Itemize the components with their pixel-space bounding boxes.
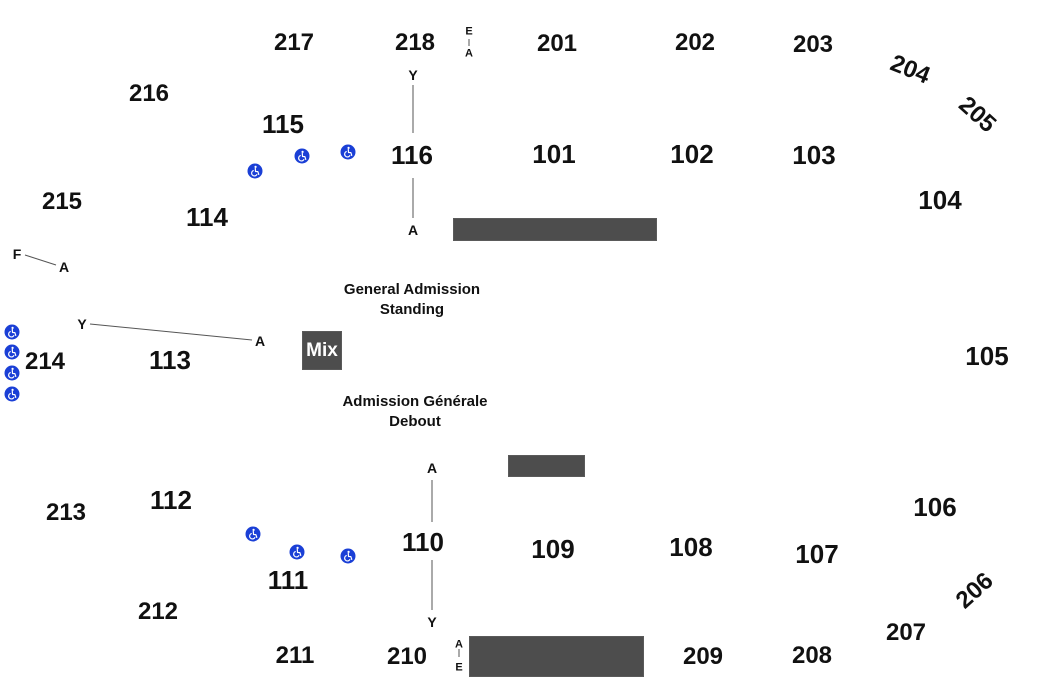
wheelchair-accessible-icon[interactable] <box>4 324 20 340</box>
section-102[interactable]: 102 <box>670 139 714 169</box>
section-204[interactable]: 204 <box>886 49 934 90</box>
section-108[interactable]: 108 <box>669 532 713 562</box>
section-112[interactable]: 112 <box>150 485 192 515</box>
general-admission-label-fr[interactable]: Admission Générale Debout <box>342 392 487 432</box>
row-marker-218-top: E <box>465 25 473 38</box>
section-103[interactable]: 103 <box>792 140 836 170</box>
stage-block-bottom <box>469 636 644 677</box>
section-206[interactable]: 206 <box>950 567 999 615</box>
row-marker-113-right: A <box>254 333 266 349</box>
wheelchair-accessible-icon[interactable] <box>4 344 20 360</box>
section-106[interactable]: 106 <box>913 492 957 522</box>
stage-block-top <box>453 218 657 241</box>
section-210[interactable]: 210 <box>386 643 428 670</box>
section-216[interactable]: 216 <box>128 80 170 107</box>
ga-fr-line2: Debout <box>389 413 441 430</box>
section-209[interactable]: 209 <box>682 643 724 670</box>
section-203[interactable]: 203 <box>792 31 834 58</box>
ga-en-line2: Standing <box>379 301 445 318</box>
section-207[interactable]: 207 <box>885 619 927 646</box>
section-114[interactable]: 114 <box>186 202 228 232</box>
section-110[interactable]: 110 <box>402 527 444 557</box>
section-205[interactable]: 205 <box>953 91 1002 139</box>
wheelchair-accessible-icon[interactable] <box>247 163 263 179</box>
row-marker-110-bottom: Y <box>427 614 437 630</box>
row-marker-116-bottom: A <box>407 222 419 238</box>
row-marker-215-left: F <box>12 246 22 262</box>
row-line-113 <box>89 323 253 341</box>
wheelchair-accessible-icon[interactable] <box>294 148 310 164</box>
wheelchair-accessible-icon[interactable] <box>340 548 356 564</box>
row-marker-116-top: Y <box>408 67 418 83</box>
row-marker-210-top: A <box>455 638 463 651</box>
section-215[interactable]: 215 <box>41 188 83 215</box>
section-202[interactable]: 202 <box>674 29 716 56</box>
general-admission-label-en[interactable]: General Admission Standing <box>344 280 480 320</box>
section-208[interactable]: 208 <box>791 642 833 669</box>
section-211[interactable]: 211 <box>275 642 315 669</box>
section-212[interactable]: 212 <box>137 598 179 625</box>
row-marker-110-top: A <box>426 460 438 476</box>
stage-block-middle <box>508 455 585 477</box>
mix-position: Mix <box>302 331 342 370</box>
section-218[interactable]: 218 <box>394 29 436 56</box>
wheelchair-accessible-icon[interactable] <box>289 544 305 560</box>
row-marker-113-left: Y <box>77 316 87 332</box>
row-line-215 <box>24 254 57 266</box>
row-marker-210-bottom: E <box>455 661 463 674</box>
section-109[interactable]: 109 <box>531 534 575 564</box>
section-111[interactable]: 111 <box>267 565 309 595</box>
ga-en-line1: General Admission <box>343 281 481 298</box>
section-104[interactable]: 104 <box>918 185 962 215</box>
row-marker-218-bottom: A <box>465 47 473 60</box>
section-105[interactable]: 105 <box>965 341 1009 371</box>
section-201[interactable]: 201 <box>536 30 578 57</box>
section-214[interactable]: 214 <box>24 348 66 375</box>
section-107[interactable]: 107 <box>795 539 839 569</box>
section-213[interactable]: 213 <box>45 499 87 526</box>
ga-fr-line1: Admission Générale <box>342 393 488 410</box>
row-marker-215-right: A <box>58 259 70 275</box>
section-101[interactable]: 101 <box>532 139 576 169</box>
section-116[interactable]: 116 <box>391 140 433 170</box>
section-115[interactable]: 115 <box>262 109 304 139</box>
wheelchair-accessible-icon[interactable] <box>4 365 20 381</box>
section-217[interactable]: 217 <box>273 29 315 56</box>
wheelchair-accessible-icon[interactable] <box>245 526 261 542</box>
wheelchair-accessible-icon[interactable] <box>340 144 356 160</box>
section-113[interactable]: 113 <box>149 345 191 375</box>
wheelchair-accessible-icon[interactable] <box>4 386 20 402</box>
